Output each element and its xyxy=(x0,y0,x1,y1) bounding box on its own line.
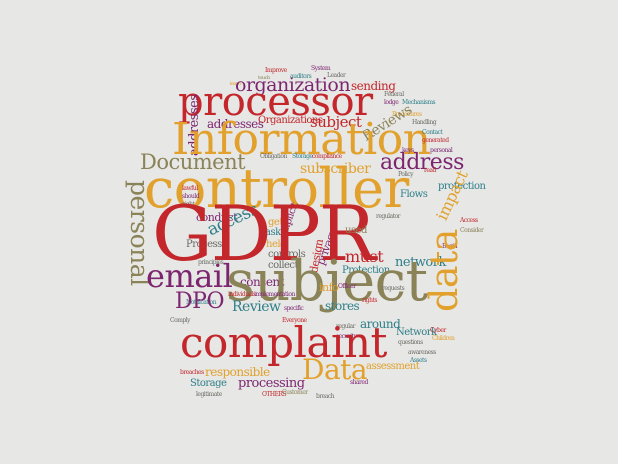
word-stores: stores xyxy=(325,299,360,313)
word-officer: Officer xyxy=(338,283,356,290)
word-document: Document xyxy=(140,150,246,174)
word-federal: Federal xyxy=(384,91,404,98)
word-addresses-h: addresses xyxy=(207,117,264,131)
word-must: must xyxy=(345,247,384,266)
word-network-small: Network xyxy=(396,327,437,338)
word-get: get xyxy=(268,217,283,228)
word-cyber: Cyber xyxy=(430,327,446,334)
word-procedures: Procedures xyxy=(392,111,422,118)
word-shared: shared xyxy=(350,379,368,386)
word-data-right: data xyxy=(422,229,466,312)
word-others: OTHERS xyxy=(262,391,287,398)
word-begin: Begin xyxy=(442,243,458,250)
word-review: Review xyxy=(232,299,281,315)
word-security: security xyxy=(336,333,357,340)
word-children: Children xyxy=(432,335,455,342)
word-breaches: breaches xyxy=(180,369,204,376)
word-address: address xyxy=(380,150,464,175)
word-handling: Handling xyxy=(412,119,437,126)
word-complaint: complaint xyxy=(180,318,387,367)
word-system: System xyxy=(311,65,331,72)
word-ask: ask xyxy=(265,227,281,238)
word-protection: Protection xyxy=(342,265,390,276)
word-used: used xyxy=(345,225,367,236)
word-network-big: network xyxy=(395,255,446,270)
word-held: held xyxy=(266,239,286,250)
word-regular: regular xyxy=(336,323,356,330)
word-implementation: implementation xyxy=(254,291,295,298)
word-compliance: compliance xyxy=(312,153,342,160)
word-awareness: awareness xyxy=(408,349,436,356)
word-lawful-2: specific xyxy=(284,305,304,312)
word-breach: breach xyxy=(316,393,335,400)
word-consider: Consider xyxy=(460,227,484,234)
word-information: Information xyxy=(172,114,431,165)
word-legitimate: legitimate xyxy=(196,391,222,398)
word-conduct: conduct xyxy=(196,211,238,224)
word-questions: questions xyxy=(398,339,423,346)
word-right-small: right xyxy=(182,201,195,208)
word-flows: Flows xyxy=(400,189,428,200)
word-customer: Customer xyxy=(282,389,308,396)
word-lodge: lodge xyxy=(384,99,399,106)
word-rights: rights xyxy=(362,297,377,304)
word-obligation: Obligation xyxy=(260,153,287,160)
word-data-bottom: Data xyxy=(302,353,368,386)
word-process: Process xyxy=(186,239,222,250)
word-info: info xyxy=(319,281,339,294)
word-requests: requests xyxy=(382,285,405,292)
word-generated: generated xyxy=(422,137,449,144)
word-processor: processor xyxy=(178,79,373,125)
word-leader: Leader xyxy=(327,72,346,79)
word-keys: keys xyxy=(402,147,414,154)
word-policy: Policy xyxy=(398,171,414,178)
word-assets: Assets xyxy=(410,357,427,364)
word-auditors: auditors xyxy=(290,73,312,80)
word-access-small: Access xyxy=(460,217,478,224)
word-storage: Storage xyxy=(190,378,227,389)
word-lawful: lawful xyxy=(182,185,198,192)
word-touch: touch xyxy=(258,75,270,81)
word-contact: Contact xyxy=(422,129,443,136)
word-controller: controller xyxy=(144,157,409,220)
word-impact: impact xyxy=(432,167,472,224)
word-protection-small: protection xyxy=(438,181,486,192)
word-mechanisms: Mechanisms xyxy=(402,99,436,106)
word-dpo: DPO xyxy=(175,289,224,314)
word-improve: Improve xyxy=(265,67,287,74)
word-sending: sending xyxy=(351,79,396,93)
word-consent: consent xyxy=(240,275,284,289)
word-should: should xyxy=(182,193,200,200)
word-personal-small: personal xyxy=(430,147,453,154)
word-storage-small: Storage xyxy=(292,153,313,160)
word-regulator: regulator xyxy=(376,213,401,220)
word-comply: Comply xyxy=(170,317,191,324)
word-notification: Notification xyxy=(186,299,217,306)
word-read: read xyxy=(424,167,436,174)
word-learn: learn xyxy=(230,81,241,87)
word-everyone: Everyone xyxy=(282,317,307,324)
word-responsible: responsible xyxy=(205,365,270,379)
word-collect: collect xyxy=(268,260,299,271)
word-organizations: Organizations xyxy=(258,115,323,126)
word-organization: organization xyxy=(235,74,351,96)
word-gdpr: GDPR xyxy=(152,189,376,278)
word-individuals: individuals xyxy=(228,291,256,298)
word-subject: subject xyxy=(226,249,428,314)
word-subscriber: subscriber xyxy=(300,161,371,177)
word-controls: controls xyxy=(268,249,306,260)
word-assessment: assessment xyxy=(366,361,420,372)
word-subject-small: subject xyxy=(310,113,362,131)
word-processing: processing xyxy=(238,376,305,391)
word-email: email xyxy=(146,257,233,295)
word-around: around xyxy=(360,317,401,331)
word-principles: principles xyxy=(198,259,224,266)
